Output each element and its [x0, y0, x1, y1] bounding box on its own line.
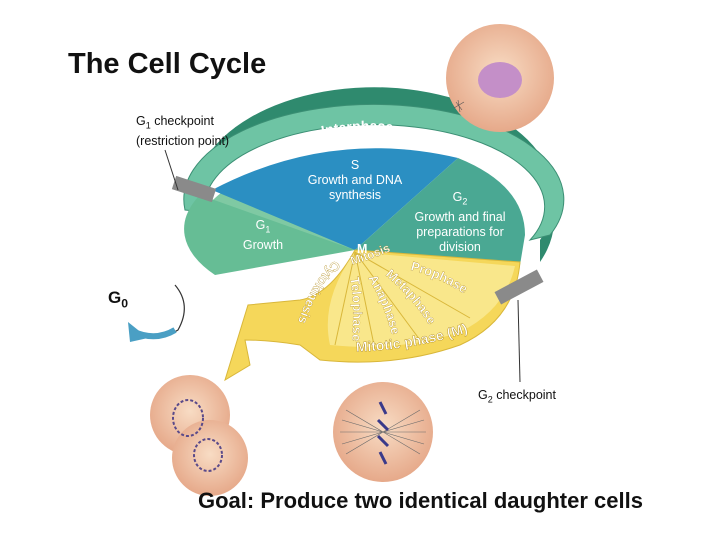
metaphase-cell-image: [333, 382, 433, 482]
interphase-ring: [183, 103, 565, 241]
g1-sector-main: [184, 195, 355, 275]
g0-arrow-body: [130, 327, 177, 340]
mitotic-divider-3: [354, 251, 376, 351]
mitotic-divider-4: [334, 251, 356, 346]
g2-checkpoint-leader: [517, 299, 521, 383]
g2-sector: [355, 158, 525, 265]
g0-arrow: [134, 284, 185, 338]
telophase-label: Telophase: [347, 276, 365, 342]
g1-checkpoint-label: G1 checkpoint (restriction point): [136, 114, 230, 148]
interphase-label: Interphase: [320, 118, 394, 139]
s-phase-label: S Growth and DNA synthesis: [307, 158, 403, 202]
m-phase-letter: M: [357, 242, 368, 256]
interphase-cell-image: [446, 24, 554, 132]
g2-checkpoint-label: G2 checkpoint: [478, 388, 556, 405]
mitotic-arrow-highlight: [327, 252, 515, 347]
mitotic-divider-2: [354, 251, 421, 341]
g1-checkpoint-bar: [171, 175, 217, 203]
g0-label: G0: [108, 288, 129, 311]
goal-statement: Goal: Produce two identical daughter cel…: [198, 488, 643, 513]
page-title: The Cell Cycle: [68, 48, 267, 80]
g1-checkpoint-leader: [164, 149, 179, 191]
g2-phase-label: G2 Growth and final preparations for div…: [414, 190, 506, 254]
s-sector: [212, 148, 458, 250]
telophase-cells-image: [150, 375, 248, 496]
g1-phase-label: G1 Growth: [242, 218, 284, 252]
g2-checkpoint-bar: [494, 269, 544, 305]
mitotic-divider-1: [354, 251, 471, 319]
